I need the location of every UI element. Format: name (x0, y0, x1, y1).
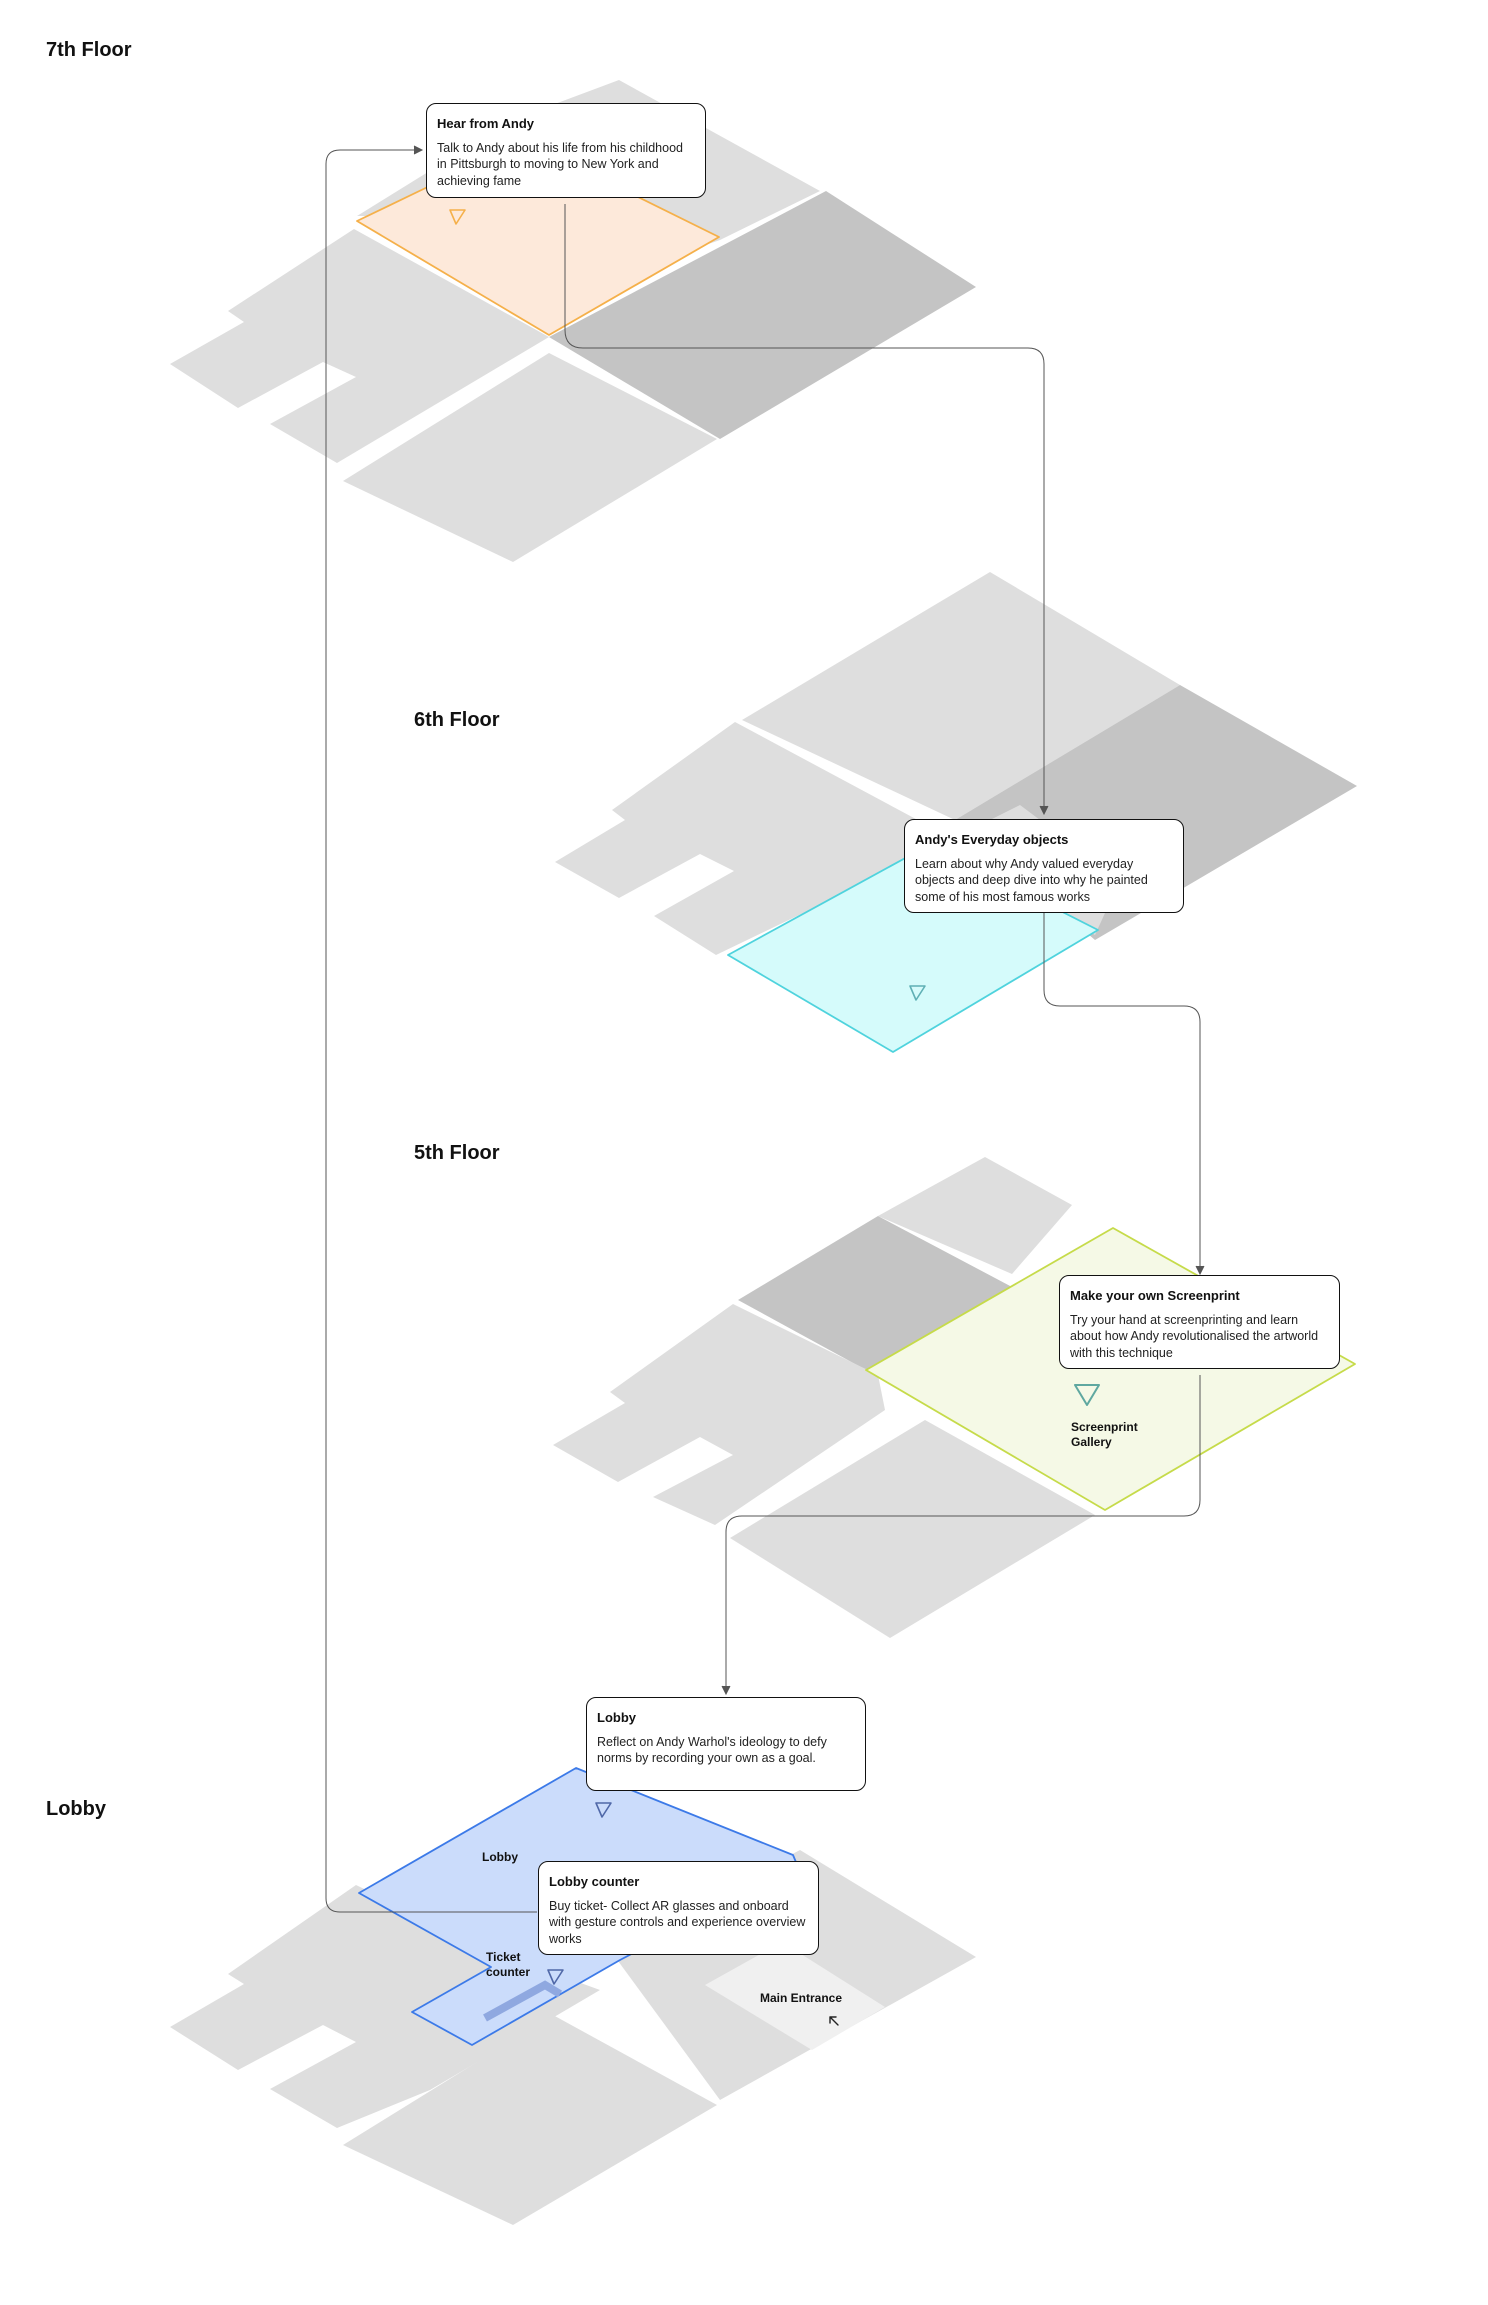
arrowhead-lobby (721, 1685, 731, 1696)
lobby-bottom-room (343, 2015, 717, 2225)
floor-7-bottom-room (343, 353, 717, 562)
card-body: Talk to Andy about his life from his chi… (437, 140, 683, 188)
entrance-arrow-icon (829, 2016, 839, 2026)
connector-5-to-lobby (725, 1375, 1201, 1692)
floor-label-7: 7th Floor (46, 39, 132, 61)
arrowhead-7 (413, 145, 424, 155)
card-title: Make your own Screenprint (1070, 1288, 1240, 1303)
card-body: Reflect on Andy Warhol's ideology to def… (597, 1734, 827, 1766)
floor-5-bottom-room (730, 1420, 1095, 1638)
card-body: Try your hand at screenprinting and lear… (1070, 1312, 1319, 1360)
arrowhead-5 (1195, 1265, 1205, 1276)
card-body: Learn about why Andy valued everyday obj… (915, 856, 1148, 904)
fifth-floor-plan (553, 1157, 1356, 1638)
floor-7-left-wing (170, 229, 549, 463)
floor-5-dark-room (738, 1216, 1012, 1370)
card-hear-from-andy[interactable]: Hear from Andy Talk to Andy about his li… (426, 103, 706, 198)
lobby-direction-icon (595, 1802, 612, 1818)
ticket-counter-desk (483, 1980, 563, 2022)
room-label-lobby: Lobby (482, 1850, 518, 1864)
card-title: Hear from Andy (437, 116, 535, 131)
floor-7-hear-room (356, 181, 720, 336)
card-body: Buy ticket- Collect AR glasses and onboa… (549, 1898, 806, 1946)
ticket-counter-direction-icon (547, 1969, 564, 1985)
card-title: Lobby (597, 1710, 636, 1725)
floor-6-top-room (742, 572, 1180, 820)
floor-label-5: 5th Floor (414, 1142, 500, 1164)
connector-6-to-5 (1043, 912, 1201, 1272)
floor-7-direction-icon (449, 209, 466, 225)
sixth-floor-plan (555, 572, 1357, 1053)
floor-6-direction-icon (909, 985, 926, 1001)
room-label-main-entrance: Main Entrance (760, 1991, 843, 2005)
room-label-ticket-counter: Ticket counter (486, 1950, 531, 1979)
floor-7-dark-room (549, 191, 976, 439)
card-lobby[interactable]: Lobby Reflect on Andy Warhol's ideology … (586, 1697, 866, 1791)
connector-7-to-6 (564, 204, 1045, 812)
card-screenprint[interactable]: Make your own Screenprint Try your hand … (1059, 1275, 1340, 1369)
card-title: Lobby counter (549, 1874, 640, 1889)
lobby-left-wing (170, 1885, 600, 2128)
lobby-floor-plan (170, 1767, 976, 2225)
card-title: Andy's Everyday objects (915, 832, 1069, 847)
connector-lobby-to-7 (325, 149, 537, 1913)
floor-5-top-room (878, 1157, 1072, 1274)
card-lobby-counter[interactable]: Lobby counter Buy ticket- Collect AR gla… (538, 1861, 819, 1955)
journey-connectors (325, 145, 1205, 1913)
floor-5-left-wing (553, 1304, 885, 1525)
card-everyday-objects[interactable]: Andy's Everyday objects Learn about why … (904, 819, 1184, 913)
floor-label-lobby: Lobby (46, 1798, 106, 1820)
room-label-screenprint-gallery: Screenprint Gallery (1071, 1420, 1138, 1449)
arrowhead-6 (1039, 805, 1049, 816)
lobby-main-entrance-area (705, 1942, 885, 2050)
floor-6-left-wing (555, 722, 955, 955)
floor-5-direction-icon (1074, 1384, 1100, 1406)
floor-label-6: 6th Floor (414, 709, 500, 731)
